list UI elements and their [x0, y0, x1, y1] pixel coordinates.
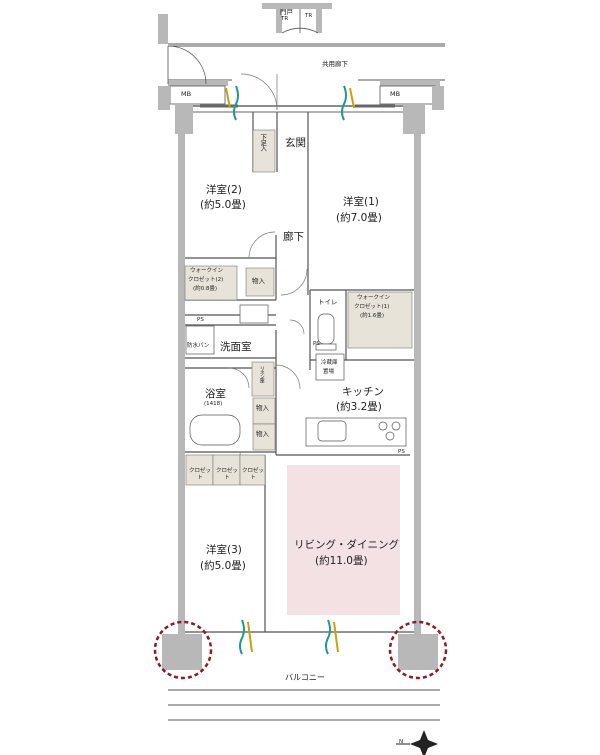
mono-label-2: 物入	[256, 404, 269, 412]
column-ring-left	[153, 620, 213, 680]
shoe-cabinet-label: 下足入	[258, 134, 267, 151]
closet-label-2: クロゼット	[216, 468, 239, 482]
room-living-name: リビング・ダイニング	[294, 539, 399, 551]
room-living-size: (約11.0畳)	[315, 555, 368, 567]
wic1-label-1: ウォークイン	[357, 295, 391, 301]
ps-label-3: PS	[398, 449, 405, 455]
tr-label-right: TR	[305, 13, 313, 19]
balcony	[162, 634, 440, 721]
fridge-label-1: 冷蔵庫	[321, 360, 338, 366]
room-entrance-name: 玄関	[285, 137, 306, 149]
wic1-label-3: (約1.6畳)	[360, 313, 385, 319]
room-toilet-name: トイレ	[318, 298, 338, 306]
wic2-label-2: クロゼット(2)	[188, 277, 224, 283]
mb-label-left: MB	[181, 90, 192, 98]
outer-walls	[175, 104, 425, 634]
ps-label-2: PS	[313, 341, 320, 347]
wic2-label-1: ウォークイン	[190, 268, 224, 274]
room-washroom-name: 洗面室	[220, 341, 252, 353]
closet-label-3: クロゼット	[242, 468, 265, 482]
balcony-label: バルコニー	[285, 673, 325, 682]
mono-label-3: 物入	[256, 430, 269, 438]
storage-fills	[184, 129, 413, 486]
room-kitchen-size: (約3.2畳)	[336, 401, 382, 413]
fixtures	[185, 304, 407, 447]
ps-label-1: PS	[197, 317, 204, 323]
entrance-door-label: 門戸	[280, 8, 293, 16]
compass-label: N	[399, 739, 404, 745]
airflow-markers	[225, 85, 355, 655]
tr-label-left: TR	[281, 16, 289, 22]
mono-label-1: 物入	[252, 277, 265, 285]
room-western3-size: (約5.0畳)	[200, 560, 246, 572]
room-western2-name: 洋室(2)	[206, 184, 242, 196]
room-western1-size: (約7.0畳)	[336, 212, 382, 224]
room-bath-size: (1418)	[204, 401, 223, 407]
waterproof-pan-label: 防水パン	[187, 343, 210, 349]
room-kitchen-name: キッチン	[342, 386, 384, 398]
compass-icon	[396, 730, 438, 755]
linen-label: リネン庫	[258, 366, 265, 382]
column-ring-right	[388, 620, 448, 680]
room-hallway-name: 廊下	[283, 231, 304, 243]
corridor-label: 共用廊下	[322, 60, 348, 68]
fridge-label-2: 置場	[323, 369, 335, 375]
mb-label-right: MB	[390, 90, 401, 98]
wic2-label-3: (約0.8畳)	[193, 286, 218, 292]
room-western1-name: 洋室(1)	[343, 196, 379, 208]
room-western2-size: (約5.0畳)	[200, 199, 246, 211]
room-western3-name: 洋室(3)	[206, 544, 242, 556]
closet-label-1: クロゼット	[189, 468, 212, 482]
wic1-label-2: クロゼット(1)	[354, 304, 390, 310]
room-bath-name: 浴室	[205, 388, 226, 400]
living-dining-area	[287, 465, 400, 615]
vestibule	[158, 3, 445, 86]
